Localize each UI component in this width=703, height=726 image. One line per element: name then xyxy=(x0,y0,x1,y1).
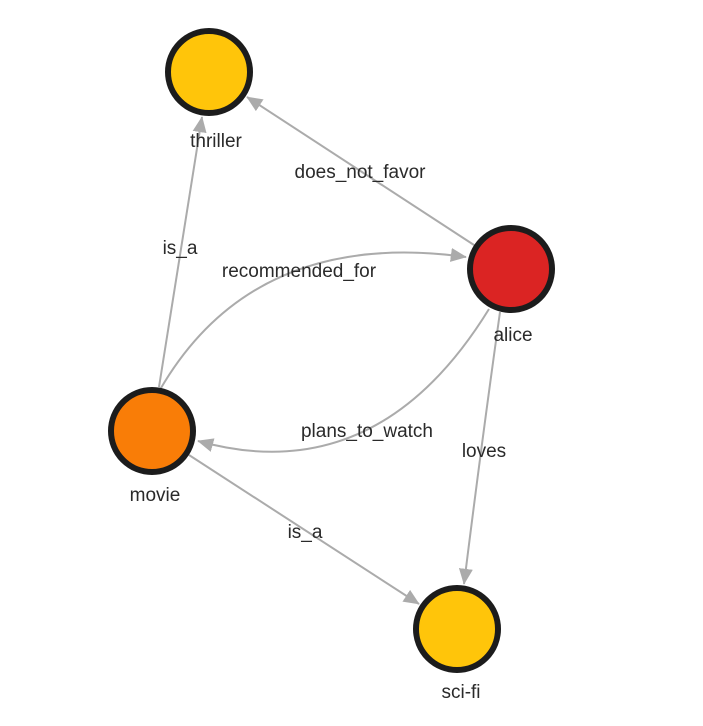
node-scifi[interactable] xyxy=(413,585,501,673)
edge-label-is-a-bottom: is_a xyxy=(288,522,323,543)
edge-label-is-a-top: is_a xyxy=(163,238,198,259)
edge-alice-does-not-favor-thriller xyxy=(246,96,475,246)
node-movie[interactable] xyxy=(108,387,196,475)
node-alice[interactable] xyxy=(467,225,555,313)
edge-movie-is-a-scifi xyxy=(188,454,420,605)
edge-alice-loves-scifi xyxy=(458,311,501,585)
node-label-movie: movie xyxy=(130,485,181,506)
edge-label-loves: loves xyxy=(462,441,506,462)
edge-movie-recommended-for-alice xyxy=(160,248,467,389)
node-label-scifi: sci-fi xyxy=(441,682,480,703)
edge-movie-is-a-thriller xyxy=(158,116,207,388)
node-label-thriller: thriller xyxy=(190,131,242,152)
node-thriller[interactable] xyxy=(165,28,253,116)
edge-label-does-not-favor: does_not_favor xyxy=(295,162,427,183)
edge-label-recommended-for: recommended_for xyxy=(222,261,377,282)
edge-label-plans-to-watch: plans_to_watch xyxy=(301,421,433,442)
node-label-alice: alice xyxy=(493,325,532,346)
edge-alice-plans-to-watch-movie xyxy=(197,308,490,453)
